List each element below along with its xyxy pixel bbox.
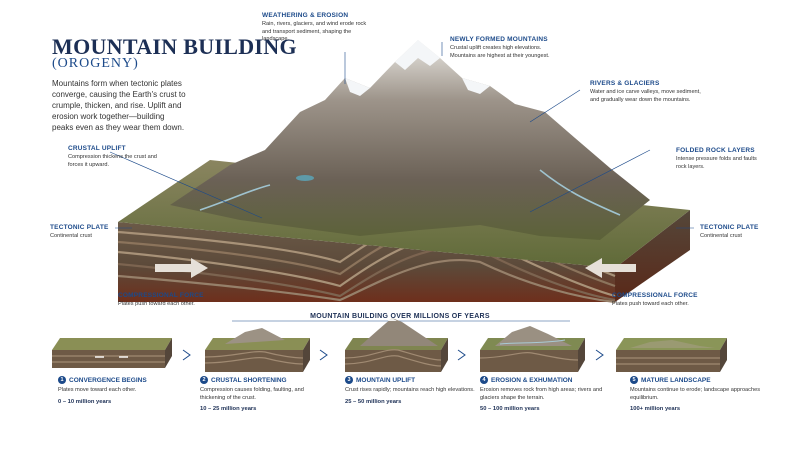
stage-4-number-icon: 4 [480,376,488,384]
stage-3-block [344,318,448,372]
stage-2-text: Compression causes folding, faulting, an… [200,387,304,401]
callout-newly-formed-text: Crustal uplift creates high elevations. … [450,45,550,59]
callout-uplift: CRUSTAL UPLIFT Compression thickens the … [68,145,162,169]
stage-4-title: EROSION & EXHUMATION [491,376,573,384]
stage-4-years: 50 – 100 million years [480,406,540,412]
stage-3-title: MOUNTAIN UPLIFT [356,376,416,384]
callout-force-left: COMPRESSIONAL FORCE Plates push toward e… [118,292,218,309]
callout-newly-formed-title: NEWLY FORMED MOUNTAINS [450,36,548,43]
stage-3-text: Crust rises rapidly; mountains reach hig… [345,387,475,393]
stage-2-title: CRUSTAL SHORTENING [211,376,287,384]
page-title: MOUNTAIN BUILDING [52,34,297,59]
stage-5-text: Mountains continue to erode; landscape a… [630,387,760,401]
lake [296,175,314,181]
stage-arrows [182,349,604,361]
callout-force-left-title: COMPRESSIONAL FORCE [118,292,204,299]
callout-leader-lines [109,42,694,229]
timeline-title: MOUNTAIN BUILDING OVER MILLIONS OF YEARS [310,313,490,320]
callout-plate-left: TECTONIC PLATE Continental crust [50,224,120,241]
river-left [199,184,271,211]
stage-1-years: 0 – 10 million years [58,398,112,405]
callout-rivers: RIVERS & GLACIERS Water and ice carve va… [590,80,702,104]
callout-rivers-title: RIVERS & GLACIERS [590,80,660,87]
callout-plate-right: TECTONIC PLATE Continental crust [700,224,770,241]
callout-plate-left-title: TECTONIC PLATE [50,224,109,231]
stage-3-years: 25 – 50 million years [345,398,402,405]
stage-1-number-icon: 1 [58,376,66,384]
stage-2-number-icon: 2 [200,376,208,384]
mountain-range [170,40,650,240]
stage-5-number-icon: 5 [630,376,638,384]
stage-1-title: CONVERGENCE BEGINS [69,376,147,384]
callout-force-right-title: COMPRESSIONAL FORCE [612,292,698,299]
river-right [539,169,621,216]
block-right-face [615,210,690,302]
callout-plate-right-title: TECTONIC PLATE [700,224,759,231]
snow-caps [345,40,490,96]
stage-5-years: 100+ million years [630,406,681,412]
stage-2-years: 10 – 25 million years [200,406,257,412]
callout-force-right-text: Plates push toward each other. [612,301,689,307]
callout-uplift-title: CRUSTAL UPLIFT [68,145,126,152]
callout-uplift-text: Compression thickens the crust and force… [68,154,157,168]
stage-4-block [479,326,585,372]
callout-force-right: COMPRESSIONAL FORCE Plates push toward e… [612,292,712,309]
block-front-face [118,222,615,302]
callout-weathering-title: WEATHERING & EROSION [262,12,349,19]
stage-5-title: MATURE LANDSCAPE [641,376,711,384]
page-subtitle: (OROGENY) [52,56,139,71]
stage-5-block [616,338,727,372]
stage-1-block [52,338,172,368]
callout-force-left-text: Plates push toward each other. [118,301,195,307]
callout-plate-right-text: Continental crust [700,233,742,239]
callout-rivers-text: Water and ice carve valleys, move sedime… [590,89,701,103]
callout-plate-left-text: Continental crust [50,233,92,239]
callout-weathering-text: Rain, rivers, glaciers, and wind erode r… [262,21,367,42]
stage-4-text: Erosion removes rock from high areas; ri… [480,387,603,401]
stage-1-text: Plates move toward each other. [58,387,137,393]
compression-arrow-left [155,258,208,278]
stage-3-number-icon: 3 [345,376,353,384]
callout-folded-text: Intense pressure folds and faults rock l… [676,156,757,170]
callout-weathering: WEATHERING & EROSION Rain, rivers, glaci… [262,12,374,44]
callout-newly-formed: NEWLY FORMED MOUNTAINS Crustal uplift cr… [450,36,566,60]
stage-2-block [204,328,310,372]
compression-arrow-right [585,258,636,278]
callout-folded-title: FOLDED ROCK LAYERS [676,147,755,154]
callout-folded: FOLDED ROCK LAYERS Intense pressure fold… [676,147,768,171]
intro-paragraph: Mountains form when tectonic plates conv… [52,79,186,132]
